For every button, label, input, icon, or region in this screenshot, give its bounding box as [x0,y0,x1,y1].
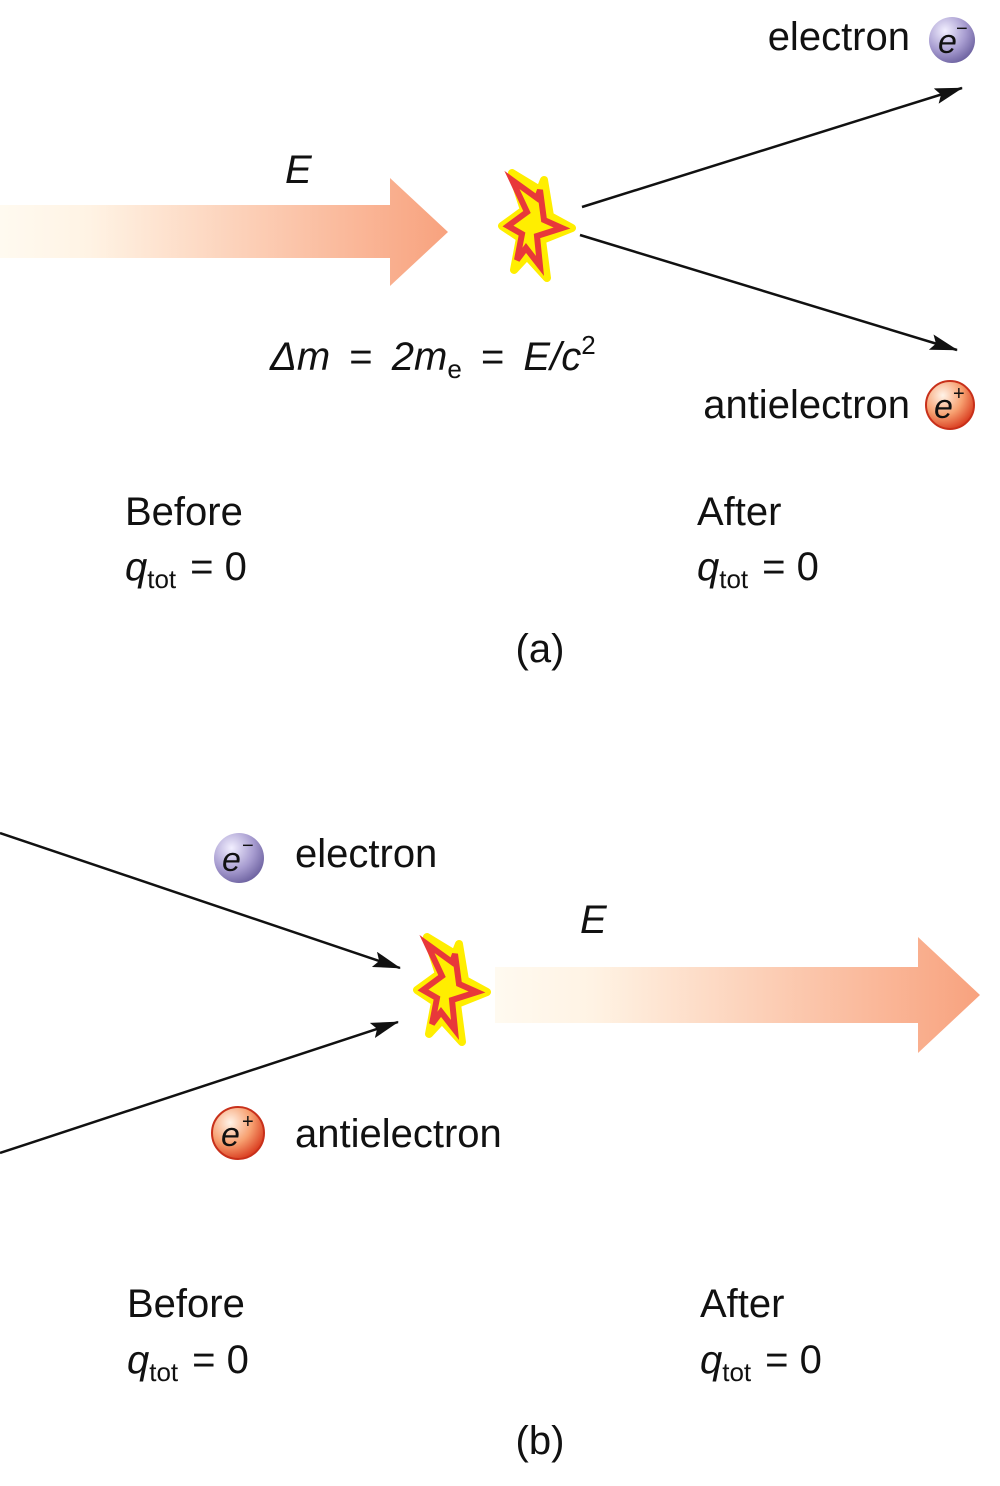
collision-burst-icon [502,173,572,278]
after-title: After [697,490,781,534]
after-charge: qtot= 0 [697,545,819,594]
caption-a: (a) [516,627,565,671]
electron-path-arrow [0,831,401,970]
mass-energy-equation: Δm = 2me = E/c2 [269,330,596,387]
energy-label: E [285,148,313,192]
after-title: After [700,1282,784,1326]
electron-path-arrow [581,86,963,209]
caption-b: (b) [516,1419,565,1463]
antielectron-particle-icon: e + [211,1106,265,1160]
svg-text:e: e [222,841,241,879]
electron-label: electron [295,832,437,876]
svg-text:+: + [242,1111,254,1133]
svg-text:+: + [953,383,965,405]
energy-arrow [0,178,448,286]
antielectron-particle-icon: e + [925,380,975,430]
antielectron-path-arrow [0,1020,399,1155]
before-charge: qtot= 0 [125,545,247,594]
electron-particle-icon: e − [214,833,264,883]
electron-label: electron [768,15,910,59]
after-charge: qtot= 0 [700,1338,822,1387]
svg-text:e: e [938,23,957,61]
panel-b: E e − electron e + antielectron Before q… [0,831,980,1463]
panel-a: E Δm = 2me = E/c2 electron e − antielect… [0,15,975,671]
svg-text:e: e [934,388,953,426]
collision-burst-icon [417,937,487,1042]
antielectron-label: antielectron [295,1112,502,1156]
energy-arrow [495,937,980,1053]
antielectron-label: antielectron [703,383,910,427]
before-title: Before [127,1282,245,1326]
energy-label: E [580,898,608,942]
electron-particle-icon: e − [929,17,975,63]
antielectron-path-arrow [579,233,958,352]
svg-text:−: − [242,835,254,857]
before-charge: qtot= 0 [127,1338,249,1387]
svg-text:e: e [221,1116,240,1154]
before-title: Before [125,490,243,534]
svg-text:−: − [956,18,968,40]
